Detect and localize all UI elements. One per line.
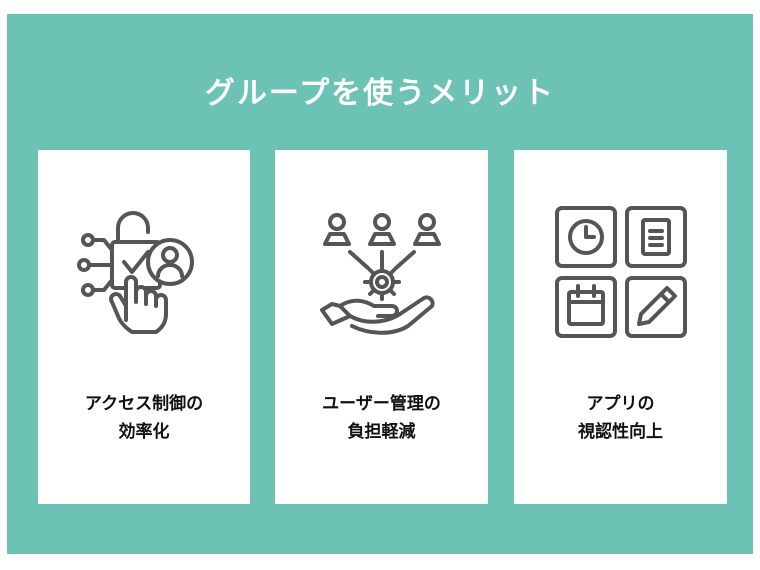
card-label-line2: 効率化 <box>118 422 170 442</box>
card-label-line2: 負担軽減 <box>347 422 416 442</box>
card-label-line1: アプリの <box>586 394 655 414</box>
apps-grid-icon <box>551 202 691 342</box>
card-label-line2: 視認性向上 <box>578 422 663 442</box>
user-management-icon <box>312 202 452 342</box>
card-label-line1: アクセス制御の <box>84 394 204 414</box>
card-user-management: ユーザー管理の 負担軽減 <box>275 150 488 504</box>
panel-title: グループを使うメリット <box>204 76 556 111</box>
benefits-panel: グループを使うメリット <box>7 14 753 554</box>
card-access-control: アクセス制御の 効率化 <box>38 150 250 504</box>
card-label: ユーザー管理の 負担軽減 <box>275 390 488 446</box>
access-control-icon <box>74 202 214 342</box>
card-label-line1: ユーザー管理の <box>322 394 441 414</box>
card-app-visibility: アプリの 視認性向上 <box>514 150 727 504</box>
card-label: アクセス制御の 効率化 <box>38 390 250 446</box>
card-label: アプリの 視認性向上 <box>514 390 727 446</box>
